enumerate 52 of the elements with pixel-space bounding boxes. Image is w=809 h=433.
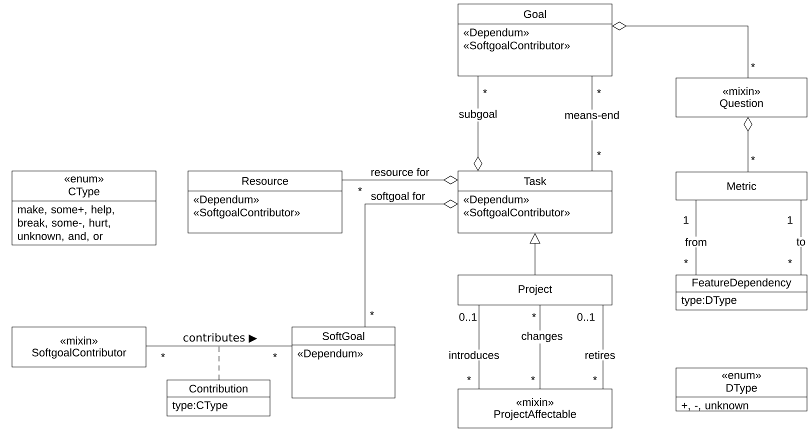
multiplicity: *	[597, 89, 601, 94]
class-box: Resource «Dependum» «SoftgoalContributor»	[188, 170, 342, 234]
multiplicity: *	[531, 376, 535, 380]
multiplicity: *	[467, 376, 471, 380]
edge-label: introduces	[447, 350, 501, 360]
multiplicity: *	[370, 311, 374, 316]
association-line	[602, 304, 604, 390]
edge-label: softgoal for	[369, 190, 427, 204]
class-box: Contribution type:CType	[166, 380, 270, 416]
multiplicity: *	[532, 313, 536, 318]
multiplicity: *	[593, 376, 597, 380]
aggregation-line	[744, 117, 752, 172]
association-class-link	[218, 346, 220, 380]
edge-label: changes	[520, 330, 564, 344]
edge-label: to	[795, 237, 807, 247]
aggregation-line	[342, 176, 458, 184]
multiplicity: 0..1	[577, 313, 595, 321]
class-box: Metric	[676, 172, 808, 200]
class-box: Project	[458, 274, 612, 306]
multiplicity: *	[358, 187, 362, 192]
multiplicity: *	[597, 151, 601, 156]
edge-label: retires	[583, 350, 617, 360]
multiplicity: *	[273, 353, 277, 358]
multiplicity: *	[684, 259, 688, 264]
multiplicity: *	[788, 259, 792, 264]
edge-label: resource for	[369, 166, 431, 178]
association-line	[800, 200, 802, 276]
class-box: FeatureDependency type:DType	[676, 274, 808, 310]
multiplicity: *	[161, 353, 165, 358]
multiplicity: *	[483, 89, 487, 94]
multiplicity: *	[751, 156, 755, 160]
association-line	[478, 304, 480, 390]
multiplicity: 1	[788, 216, 793, 224]
edge-label: from	[684, 236, 708, 248]
aggregation-line	[364, 200, 458, 328]
edge-label: subgoal	[457, 108, 499, 122]
class-box: Goal «Dependum» «SoftgoalContributor»	[458, 4, 612, 76]
class-box: «enum» DType +, -, unknown	[676, 368, 808, 412]
class-box: SoftGoal «Dependum»	[292, 326, 396, 398]
class-box: «mixin» ProjectAffectable	[458, 388, 612, 428]
aggregation-line	[612, 22, 748, 78]
generalization-arrow	[530, 233, 540, 276]
edge-label: means-end	[563, 110, 621, 120]
class-box: «enum» CType make, some+, help, break, some-, hurt, unknown, and, or	[12, 170, 156, 246]
class-box: «mixin» Question	[676, 78, 808, 118]
aggregation-line	[474, 76, 482, 171]
multiplicity: 1	[684, 216, 689, 224]
edge-label: contributes ▶	[182, 332, 259, 344]
multiplicity: *	[751, 63, 755, 68]
multiplicity: 0..1	[459, 313, 477, 321]
class-box: «mixin» SoftgoalContributor	[12, 326, 146, 368]
class-box: Task «Dependum» «SoftgoalContributor»	[458, 170, 612, 234]
